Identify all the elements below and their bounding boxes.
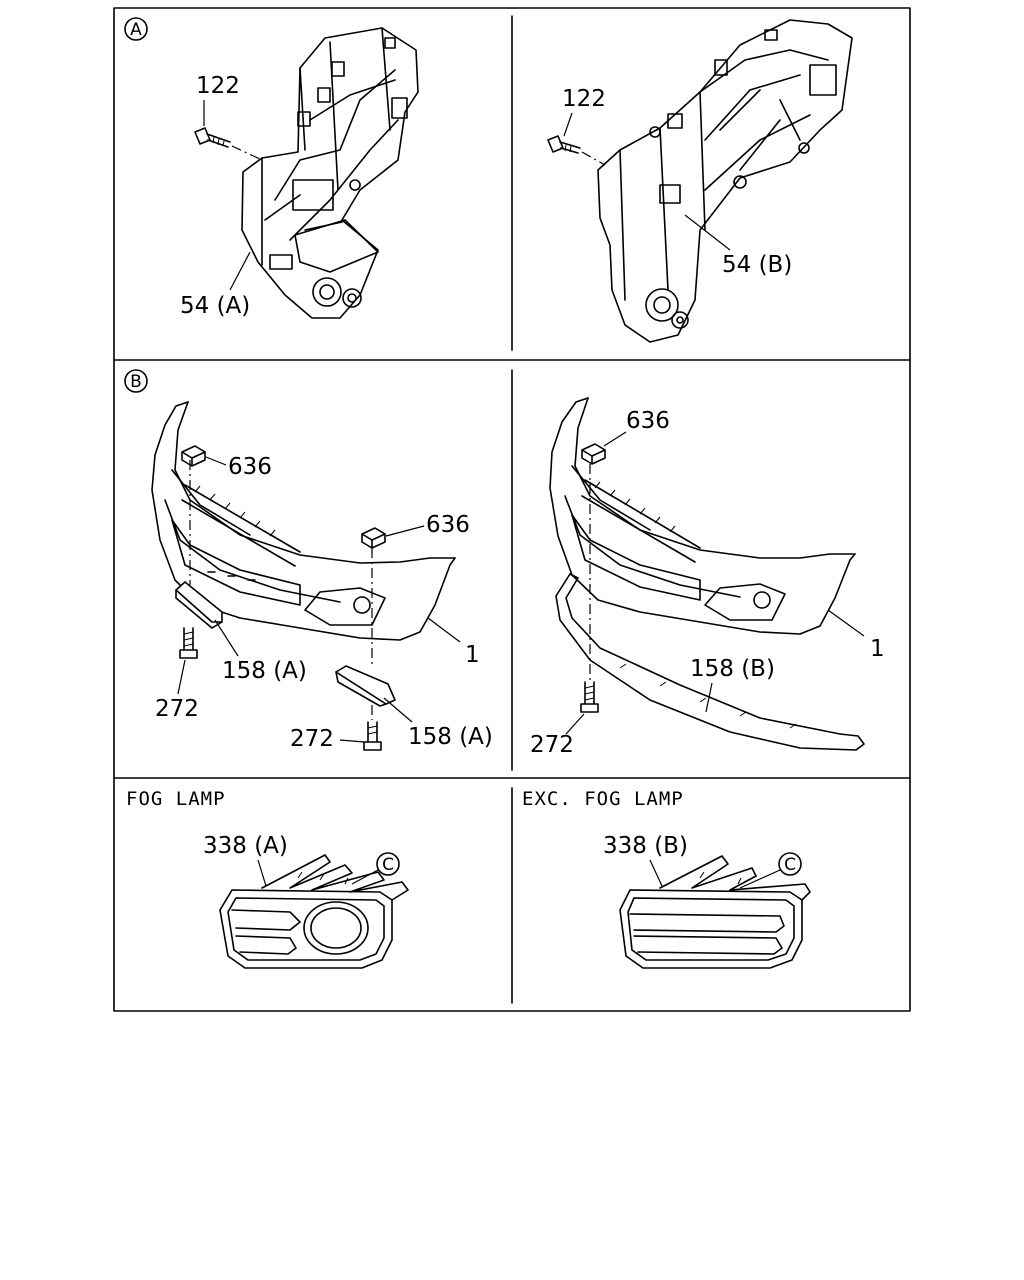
bolt-122-right-drawing [547, 135, 606, 166]
bracket-54b-drawing [597, 19, 853, 343]
bumper-left-label: 1 [465, 642, 480, 668]
bracket-54b-label: 54 (B) [722, 252, 792, 278]
panel-c-left-marker: C [376, 852, 400, 876]
fog-lamp-header: FOG LAMP [126, 788, 226, 810]
screw-272-right-drawing [580, 681, 599, 713]
bolt-122-left-drawing [194, 127, 263, 161]
bracket-54a-label: 54 (A) [180, 293, 250, 319]
grille-338a-drawing [219, 854, 409, 969]
exc-fog-lamp-header: EXC. FOG LAMP [522, 788, 684, 810]
diagram-frame [113, 7, 911, 1012]
clip-636-left-side-label: 636 [426, 512, 470, 538]
trim-158a-left-drawing [175, 581, 223, 629]
clip-636-right-drawing [581, 443, 606, 465]
screw-272-right-label: 272 [530, 732, 574, 758]
grille-338a-label: 338 (A) [203, 833, 288, 859]
screw-272-left-b-label: 272 [290, 726, 334, 752]
svg-text:A: A [130, 20, 142, 40]
panel-a-marker: A [124, 17, 148, 41]
bumper-right-label: 1 [870, 636, 885, 662]
panel-c-right-marker: C [778, 852, 802, 876]
grille-338b-drawing [619, 855, 811, 969]
clip-636-left-top-label: 636 [228, 454, 272, 480]
trim-158a-left-label: 158 (A) [222, 658, 307, 684]
screw-272-left-b-drawing [363, 721, 382, 751]
bolt-122-left-label: 122 [196, 73, 240, 99]
trim-158a-right-drawing [335, 665, 396, 707]
svg-text:C: C [784, 855, 796, 875]
clip-636-left-top-drawing [181, 445, 206, 467]
screw-272-left-a-label: 272 [155, 696, 199, 722]
clip-636-right-label: 636 [626, 408, 670, 434]
trim-158a-right-label: 158 (A) [408, 724, 493, 750]
bumper-left-drawing [151, 401, 456, 641]
trim-158b-label: 158 (B) [690, 656, 775, 682]
svg-text:B: B [130, 372, 142, 392]
screw-272-left-a-drawing [179, 627, 198, 659]
bolt-122-right-label: 122 [562, 86, 606, 112]
clip-636-left-side-drawing [361, 527, 386, 549]
bracket-54a-drawing [241, 27, 419, 319]
svg-text:C: C [382, 855, 394, 875]
grille-338b-label: 338 (B) [603, 833, 688, 859]
bumper-right-drawing [549, 397, 856, 635]
trim-158b-drawing [555, 573, 865, 751]
panel-b-marker: B [124, 369, 148, 393]
